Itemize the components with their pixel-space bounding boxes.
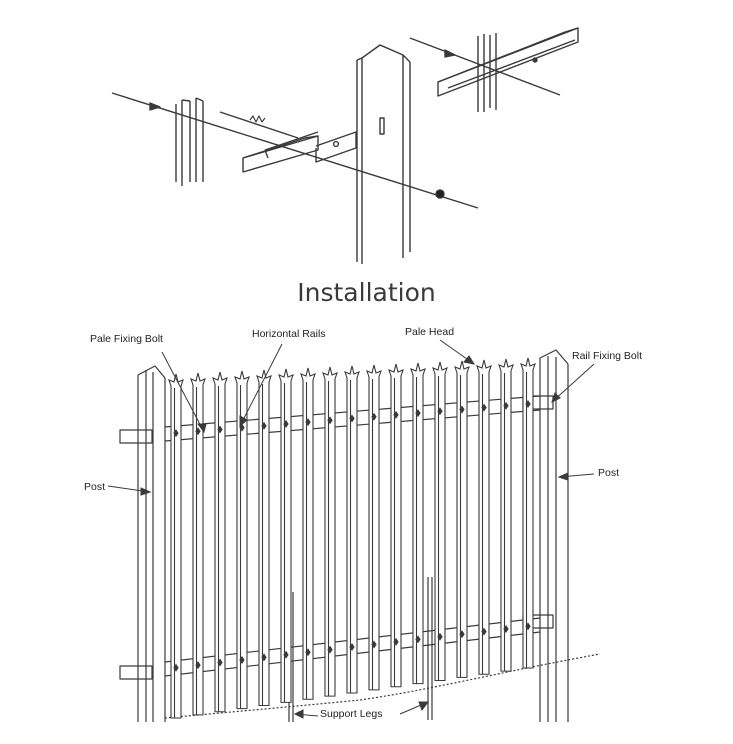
pale-fixing-bolt	[503, 401, 509, 410]
pale-fixing-bolt	[415, 409, 421, 418]
pale-fixing-bolt	[437, 407, 443, 416]
pale	[410, 362, 426, 685]
leader-pale-fixing-bolt	[161, 351, 205, 433]
pale-head	[190, 372, 206, 386]
pale	[476, 359, 492, 675]
rail-bracket-bottom-left	[119, 665, 153, 680]
label-post-right: Post	[598, 467, 620, 479]
support-leg-2	[427, 577, 433, 720]
pale-fixing-bolt	[371, 640, 377, 649]
pale-fixing-bolt	[283, 650, 289, 659]
pale-fixing-bolt	[283, 420, 289, 428]
pale-head	[168, 373, 184, 387]
pale-fixing-bolt	[349, 643, 355, 652]
rail-bracket-top-left	[119, 429, 153, 444]
pale-head	[256, 369, 272, 383]
pale-fixing-bolt	[525, 400, 531, 408]
pale-fixing-bolt	[239, 655, 245, 664]
pale	[432, 361, 448, 682]
pale	[168, 373, 184, 719]
pale-fixing-bolt	[173, 429, 179, 438]
pale	[366, 364, 382, 691]
bolt-axis-line-left	[111, 92, 479, 209]
pale	[322, 366, 338, 697]
installation-title: Installation	[297, 278, 436, 307]
left-rail-clip	[315, 131, 357, 163]
pale	[278, 368, 294, 703]
label-rail-fixing-bolt: Rail Fixing Bolt	[572, 350, 643, 362]
pale-head	[300, 367, 316, 381]
label-horizontal-rails: Horizontal Rails	[252, 328, 326, 340]
pale-fixing-bolt	[239, 423, 245, 432]
center-post	[356, 55, 411, 264]
pale-head	[212, 371, 228, 385]
pale	[234, 370, 250, 710]
pale-fixing-bolt	[393, 637, 399, 646]
pale-head	[366, 364, 382, 378]
left-channel-pales	[175, 98, 204, 186]
pale-head	[454, 360, 470, 374]
pale-head	[432, 361, 448, 375]
pale-fixing-bolt	[305, 418, 311, 427]
pale-head	[498, 358, 514, 372]
pale	[520, 357, 536, 669]
pale	[344, 365, 360, 694]
label-post-left: Post	[84, 481, 106, 493]
pale-fixing-bolt	[349, 414, 355, 423]
post-right	[539, 356, 569, 722]
pale	[300, 367, 316, 700]
pale	[498, 358, 514, 672]
pale-fixing-bolt	[415, 635, 421, 644]
pale-fixing-bolt	[459, 630, 465, 639]
pale-head	[520, 357, 536, 371]
pale-head	[322, 366, 338, 380]
pale-head	[344, 365, 360, 379]
pale-fixing-bolt	[371, 412, 377, 421]
bolt-nut	[435, 189, 445, 199]
spring-washer	[249, 115, 266, 123]
pale-fixing-bolt	[261, 421, 267, 430]
post-slot	[379, 117, 385, 135]
ground-line	[164, 653, 601, 719]
bolt-arrow-left	[149, 102, 161, 111]
pale	[256, 369, 272, 707]
pale-head	[388, 363, 404, 377]
pale-head	[234, 370, 250, 384]
pale-head	[410, 362, 426, 376]
pale-fixing-bolt	[327, 645, 333, 654]
pale-fixing-bolt	[393, 410, 399, 419]
leader-horizontal-rails	[239, 343, 283, 427]
pale-fixing-bolt	[217, 658, 223, 667]
right-channel-pales	[477, 33, 497, 112]
pale-fixing-bolt	[261, 653, 267, 662]
leader-rail-fixing-bolt	[551, 363, 595, 403]
left-rail-bracket	[242, 135, 319, 173]
pale-fixing-bolt	[481, 627, 487, 636]
post-left	[137, 370, 166, 722]
pale-fixing-bolt	[195, 427, 201, 436]
label-pale-head: Pale Head	[405, 326, 455, 338]
pale-fixing-bolt	[481, 403, 487, 412]
pale-fixing-bolt	[173, 663, 179, 672]
bolt-axis-line-right	[409, 37, 561, 96]
pale-fixing-bolt	[195, 661, 201, 670]
pale-fixing-bolt	[459, 405, 465, 414]
pale	[190, 372, 206, 716]
pale-fixing-bolt	[217, 425, 223, 434]
pale-fixing-bolt	[305, 648, 311, 657]
pale	[212, 371, 228, 713]
pale-fixing-bolt	[503, 624, 509, 633]
pale	[388, 363, 404, 688]
label-pale-fixing-bolt: Pale Fixing Bolt	[90, 333, 163, 345]
label-support-legs: Support Legs	[320, 708, 383, 720]
pale-fixing-bolt	[437, 632, 443, 641]
pale	[454, 360, 470, 678]
pale-head	[278, 368, 294, 382]
pale-fixing-bolt	[327, 416, 333, 425]
pale-head	[476, 359, 492, 373]
pale-fixing-bolt	[525, 622, 531, 631]
